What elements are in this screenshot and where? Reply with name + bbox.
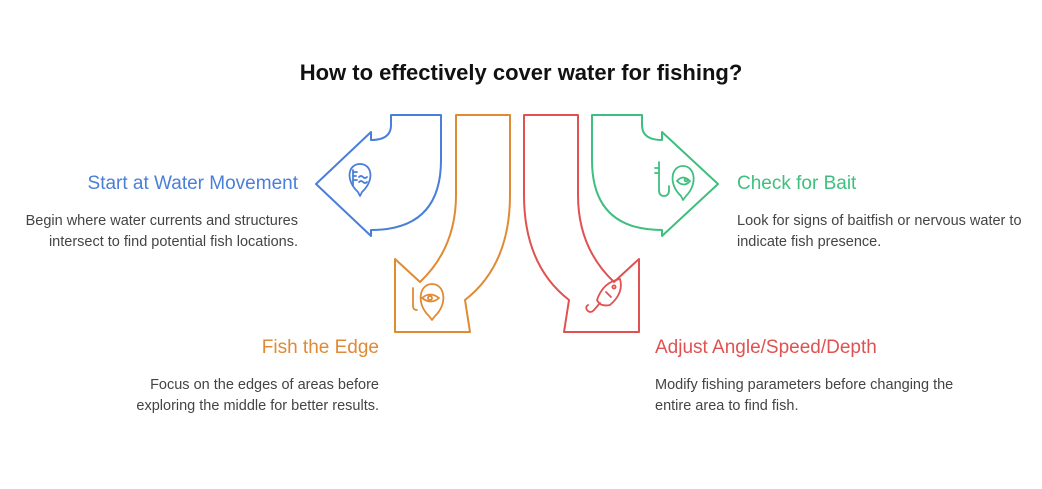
blue-arrow: [315, 114, 442, 237]
step-title-fish-edge: Fish the Edge: [261, 337, 379, 358]
step-desc-adjust: Modify fishing parameters before changin…: [655, 377, 954, 414]
step-desc-fish-edge: Focus on the edges of areas before explo…: [136, 377, 379, 414]
orange-arrow: [394, 114, 511, 333]
step-title-check-bait: Check for Bait: [737, 173, 857, 194]
fish-eye-icon: [412, 283, 445, 321]
diagram-title: How to effectively cover water for fishi…: [299, 60, 743, 85]
green-arrow: [591, 114, 719, 237]
step-title-water-movement: Start at Water Movement: [87, 173, 298, 194]
step-desc-water-movement: Begin where water currents and structure…: [25, 213, 298, 250]
red-arrow: [523, 114, 640, 333]
step-title-adjust: Adjust Angle/Speed/Depth: [655, 337, 877, 358]
step-desc-check-bait: Look for signs of baitfish or nervous wa…: [737, 213, 1022, 250]
water-gauge-icon: [348, 163, 372, 197]
bait-fish-icon: [654, 161, 695, 201]
fish-hook-icon: [585, 278, 622, 313]
